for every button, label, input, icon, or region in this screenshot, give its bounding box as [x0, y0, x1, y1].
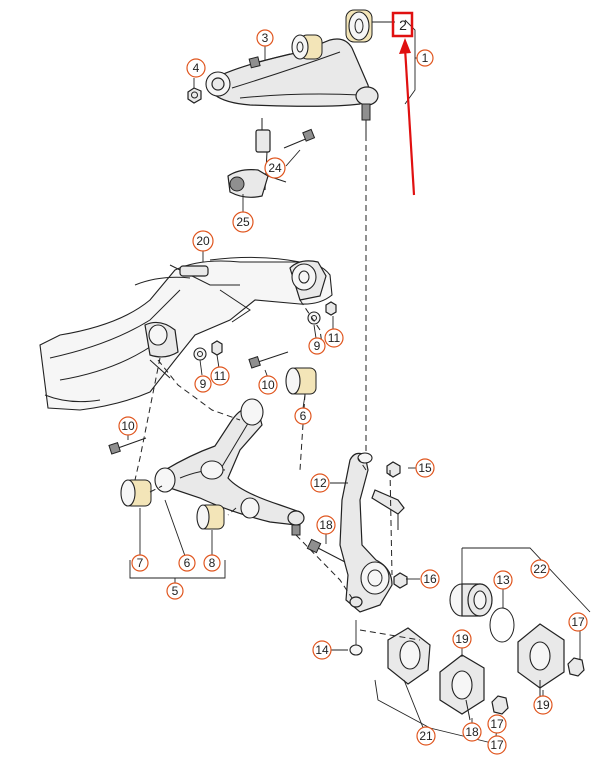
callout-8: 8 — [203, 554, 221, 572]
highlight-arrowhead — [399, 38, 411, 54]
svg-text:12: 12 — [313, 476, 327, 490]
svg-text:9: 9 — [200, 377, 207, 391]
nut — [325, 301, 337, 316]
svg-text:11: 11 — [328, 331, 341, 345]
subframe-bolt — [108, 437, 147, 455]
lower-control-arm — [154, 398, 305, 536]
nut — [349, 644, 363, 656]
lower-arm-bushing-front — [120, 479, 152, 507]
svg-text:18: 18 — [319, 518, 333, 532]
svg-text:19: 19 — [455, 632, 469, 646]
callout-16: 16 — [420, 569, 440, 589]
svg-text:15: 15 — [418, 461, 432, 475]
callout-14: 14 — [312, 640, 332, 660]
subframe-bolt — [248, 351, 289, 369]
callout-22: 22 — [530, 559, 550, 579]
callout-15: 15 — [415, 458, 435, 478]
level-sensor-linkage — [227, 118, 287, 198]
svg-text:9: 9 — [314, 339, 321, 353]
callout-5: 5 — [166, 582, 184, 600]
callout-1: 1 — [416, 49, 434, 67]
washer — [193, 347, 207, 361]
callout-10-right: 10 — [258, 375, 278, 395]
nut — [386, 461, 401, 478]
callout-6-lower: 6 — [178, 554, 196, 572]
tie-rod-end — [371, 489, 405, 530]
washer — [307, 311, 321, 325]
upper-control-arm — [205, 38, 379, 135]
highlight-annotation — [391, 11, 416, 196]
upper-arm-bushing — [291, 34, 323, 60]
subframe — [39, 256, 333, 411]
hub-bolt — [465, 680, 541, 721]
svg-text:20: 20 — [196, 234, 210, 248]
svg-text:19: 19 — [536, 698, 550, 712]
callout-19-right: 19 — [533, 695, 553, 715]
callout-17-right: 17 — [568, 612, 588, 632]
callout-18-upper: 18 — [316, 515, 336, 535]
callout-3: 3 — [256, 29, 274, 47]
callout-12: 12 — [310, 473, 330, 493]
callout-2: 2 — [399, 17, 407, 33]
callout-17-center: 17 — [487, 714, 507, 734]
svg-text:21: 21 — [419, 729, 433, 743]
callout-10-left: 10 — [118, 416, 138, 436]
svg-text:5: 5 — [172, 584, 179, 598]
upper-arm-bushing-separate — [345, 9, 373, 43]
svg-text:22: 22 — [533, 562, 547, 576]
callout-18-lower: 18 — [462, 722, 482, 742]
svg-text:16: 16 — [423, 572, 437, 586]
callout-4: 4 — [186, 58, 206, 78]
svg-text:6: 6 — [300, 409, 307, 423]
svg-text:3: 3 — [262, 31, 269, 45]
svg-text:10: 10 — [261, 378, 275, 392]
svg-text:11: 11 — [214, 369, 227, 383]
nut — [211, 340, 223, 356]
svg-text:1: 1 — [422, 51, 429, 65]
wheel-hub-left — [387, 627, 485, 715]
callout-20: 20 — [192, 230, 214, 252]
nut — [393, 572, 408, 589]
callout-25: 25 — [232, 211, 254, 233]
svg-text:18: 18 — [465, 725, 479, 739]
callout-11-left: 11 — [210, 366, 230, 386]
upper-arm-bolt — [248, 53, 291, 69]
sensor-bolt — [283, 128, 316, 149]
wheel-hub-right — [517, 623, 565, 689]
callout-19-left: 19 — [452, 629, 472, 649]
svg-text:10: 10 — [121, 419, 135, 433]
callout-21: 21 — [416, 726, 436, 746]
svg-text:24: 24 — [268, 161, 282, 175]
svg-text:17: 17 — [571, 615, 585, 629]
wheel-bearing-housing — [339, 452, 393, 613]
svg-text:14: 14 — [315, 643, 329, 657]
svg-text:6: 6 — [184, 556, 191, 570]
callout-9-left: 9 — [194, 375, 212, 393]
svg-text:17: 17 — [490, 717, 504, 731]
highlight-box — [391, 11, 414, 38]
lower-arm-bushing-rear — [196, 504, 225, 530]
hub-nut — [491, 657, 585, 715]
circlip — [489, 607, 515, 643]
rear-bushing — [285, 367, 317, 395]
svg-text:4: 4 — [193, 61, 200, 75]
callout-24: 24 — [264, 157, 286, 179]
upper-arm-nut — [187, 87, 202, 104]
callout-11-right: 11 — [324, 328, 344, 348]
svg-text:25: 25 — [236, 215, 250, 229]
svg-text:17: 17 — [490, 738, 504, 752]
wheel-bearing — [449, 583, 493, 617]
svg-text:7: 7 — [137, 556, 144, 570]
callout-9-right: 9 — [308, 337, 326, 355]
highlight-arrow — [403, 47, 416, 196]
callout-13: 13 — [493, 570, 513, 590]
svg-text:13: 13 — [496, 573, 510, 587]
callout-7: 7 — [131, 554, 149, 572]
svg-text:8: 8 — [209, 556, 216, 570]
callout-17-bottom: 17 — [487, 735, 507, 755]
callout-6-upper: 6 — [294, 407, 312, 425]
